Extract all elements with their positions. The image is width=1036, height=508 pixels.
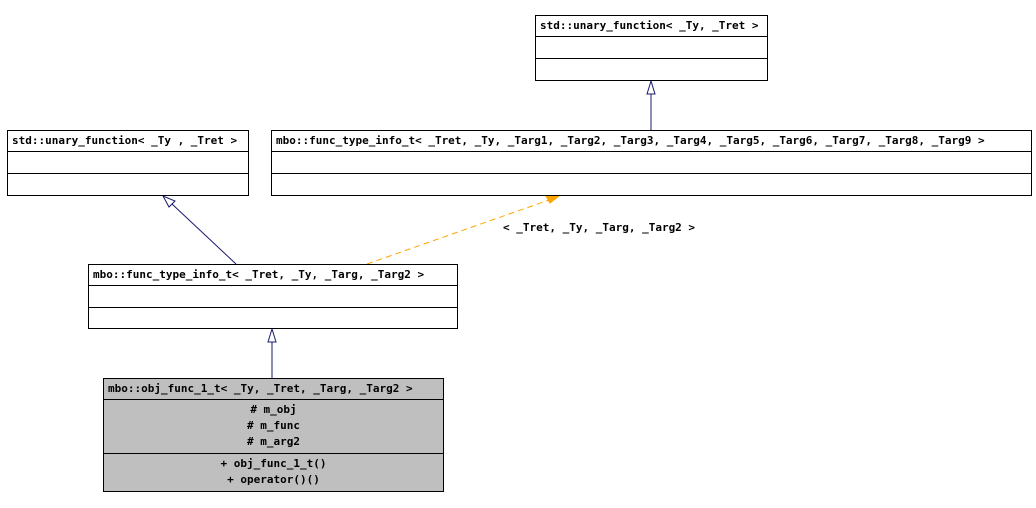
class-box-unary-function-left[interactable]: std::unary_function< _Ty , _Tret >: [7, 130, 249, 196]
attribute-m-arg2: # m_arg2: [247, 435, 300, 448]
class-box-func-type-info-inst[interactable]: mbo::func_type_info_t< _Tret, _Ty, _Targ…: [88, 264, 458, 329]
attributes-section: [536, 37, 767, 58]
attributes-section: [272, 152, 1031, 173]
class-name: mbo::func_type_info_t< _Tret, _Ty, _Targ…: [272, 131, 1031, 152]
inheritance-arrowhead: [161, 194, 176, 208]
inheritance-edge-inst-to-unary: [171, 203, 237, 265]
methods-section: [272, 173, 1031, 194]
inheritance-arrowhead: [646, 79, 656, 95]
inheritance-arrowhead: [267, 327, 277, 343]
methods-section: + obj_func_1_t() + operator()(): [104, 453, 443, 491]
class-name: std::unary_function< _Ty , _Tret >: [8, 131, 248, 152]
method-constructor: + obj_func_1_t(): [220, 457, 327, 470]
class-name: std::unary_function< _Ty, _Tret >: [536, 16, 767, 37]
class-box-obj-func-1[interactable]: mbo::obj_func_1_t< _Ty, _Tret, _Targ, _T…: [103, 378, 444, 492]
attributes-section: [89, 286, 457, 307]
attributes-section: # m_obj # m_func # m_arg2: [104, 400, 443, 453]
methods-section: [536, 58, 767, 79]
class-box-unary-function-top[interactable]: std::unary_function< _Ty, _Tret >: [535, 15, 768, 81]
class-name: mbo::obj_func_1_t< _Ty, _Tret, _Targ, _T…: [104, 379, 443, 400]
class-name: mbo::func_type_info_t< _Tret, _Ty, _Targ…: [89, 265, 457, 286]
template-instance-edge: [366, 199, 550, 265]
class-box-func-type-info-full[interactable]: mbo::func_type_info_t< _Tret, _Ty, _Targ…: [271, 130, 1032, 196]
template-arrowhead: [545, 195, 561, 204]
attribute-m-func: # m_func: [247, 419, 300, 432]
methods-section: [89, 307, 457, 328]
attribute-m-obj: # m_obj: [250, 403, 297, 416]
methods-section: [8, 173, 248, 194]
template-argument-label: < _Tret, _Ty, _Targ, _Targ2 >: [503, 221, 696, 234]
attributes-section: [8, 152, 248, 173]
method-call-operator: + operator()(): [227, 473, 320, 486]
